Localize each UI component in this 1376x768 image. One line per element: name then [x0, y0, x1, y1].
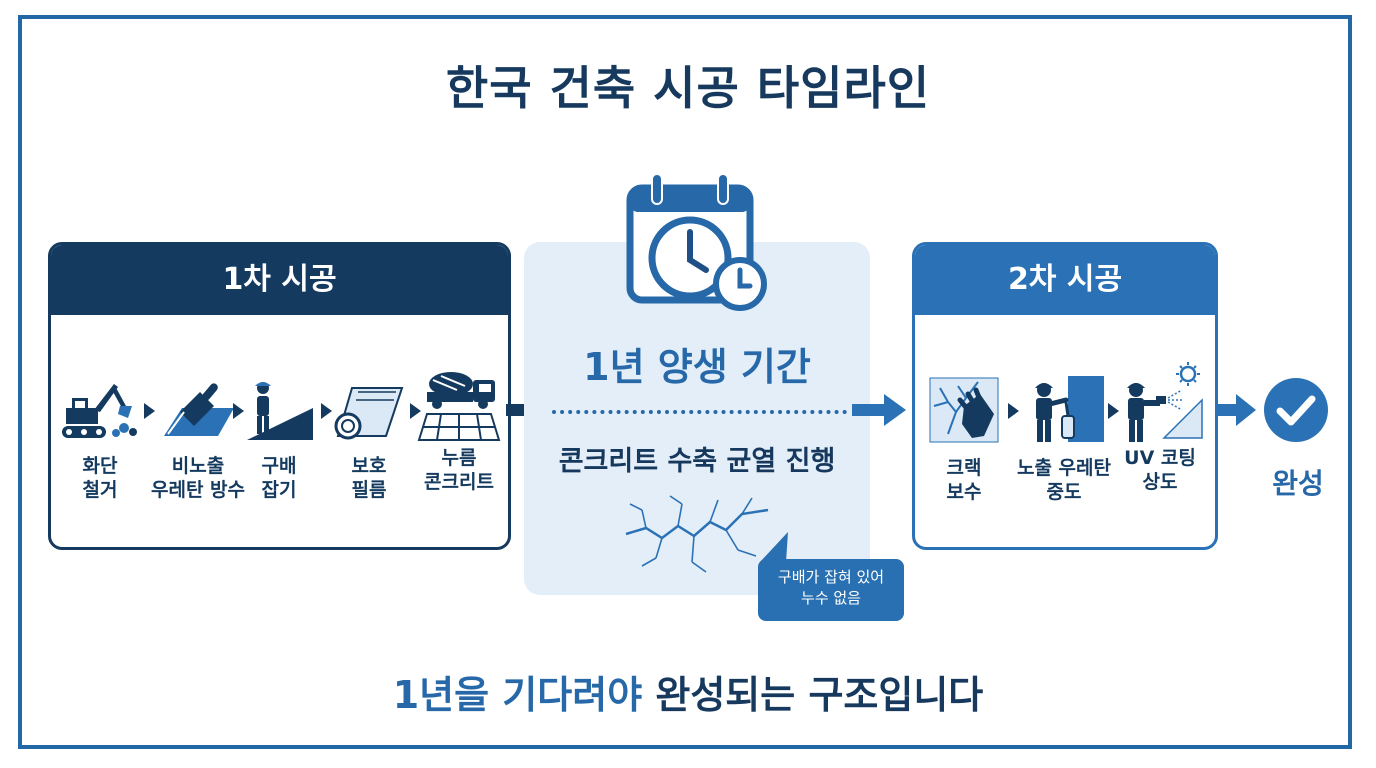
phase2-heading: 2차 시공	[915, 245, 1215, 315]
step-label: 노출 우레탄 중도	[1016, 457, 1111, 503]
concrete-mixer-icon	[417, 372, 501, 441]
arrow-icon	[1108, 403, 1119, 419]
arrow-icon	[321, 403, 332, 419]
step-garden-removal: 화단 철거	[58, 378, 142, 502]
crack-repair-icon	[929, 377, 999, 443]
bubble-text: 구배가 잡혀 있어 누수 없음	[777, 568, 885, 607]
footer-rest: 완성되는 구조입니다	[655, 673, 984, 717]
step-label: 구배 잡기	[261, 455, 297, 501]
step-uv-coating: UV 코팅 상도	[1114, 362, 1206, 494]
step-protect-film: 보호 필름	[332, 378, 406, 502]
step-urethane-mid: 노출 우레탄 중도	[1010, 376, 1118, 504]
step-label: 보호 필름	[351, 455, 387, 501]
calendar-clock-icon	[626, 173, 767, 311]
arrow-icon	[144, 403, 155, 419]
step-waterproofing: 비노출 우레탄 방수	[144, 378, 252, 502]
step-label: 화단 철거	[82, 455, 118, 501]
step-label: 크랙 보수	[946, 457, 982, 503]
phase1-heading: 1차 시공	[51, 245, 508, 315]
outer-frame	[18, 15, 1352, 749]
arrow-icon	[233, 403, 244, 419]
complete-label: 완성	[1272, 467, 1324, 500]
crack-icon	[625, 495, 769, 573]
curing-subtitle: 콘크리트 수축 균열 진행	[558, 446, 836, 477]
excavator-icon	[62, 384, 137, 438]
worker-slope-icon	[247, 382, 313, 440]
step-crack-repair: 크랙 보수	[926, 376, 1002, 504]
trowel-icon	[164, 383, 234, 436]
footer-message: 1년을 기다려야 완성되는 구조입니다	[0, 664, 1376, 719]
step-concrete: 누름 콘크리트	[414, 370, 504, 494]
check-circle-icon	[1264, 378, 1328, 442]
curing-title: 1년 양생 기간	[583, 345, 811, 389]
arrow-right-icon	[852, 394, 906, 426]
arrow-icon	[410, 403, 421, 419]
roller-worker-icon	[1035, 376, 1104, 442]
speech-bubble: 구배가 잡혀 있어 누수 없음	[758, 559, 904, 621]
step-label: 비노출 우레탄 방수	[150, 455, 245, 501]
page-title: 한국 건축 시공 타임라인	[445, 61, 931, 115]
film-roll-icon	[334, 387, 404, 440]
arrow-icon	[1008, 403, 1019, 419]
arrow-right-icon	[1218, 394, 1256, 426]
step-slope: 구배 잡기	[243, 378, 315, 502]
timeline-dotted-line	[552, 410, 847, 414]
spray-worker-icon	[1127, 362, 1203, 442]
step-label: 누름 콘크리트	[424, 447, 494, 493]
footer-highlight: 1년을 기다려야	[392, 673, 643, 717]
step-label: UV 코팅 상도	[1124, 447, 1196, 493]
